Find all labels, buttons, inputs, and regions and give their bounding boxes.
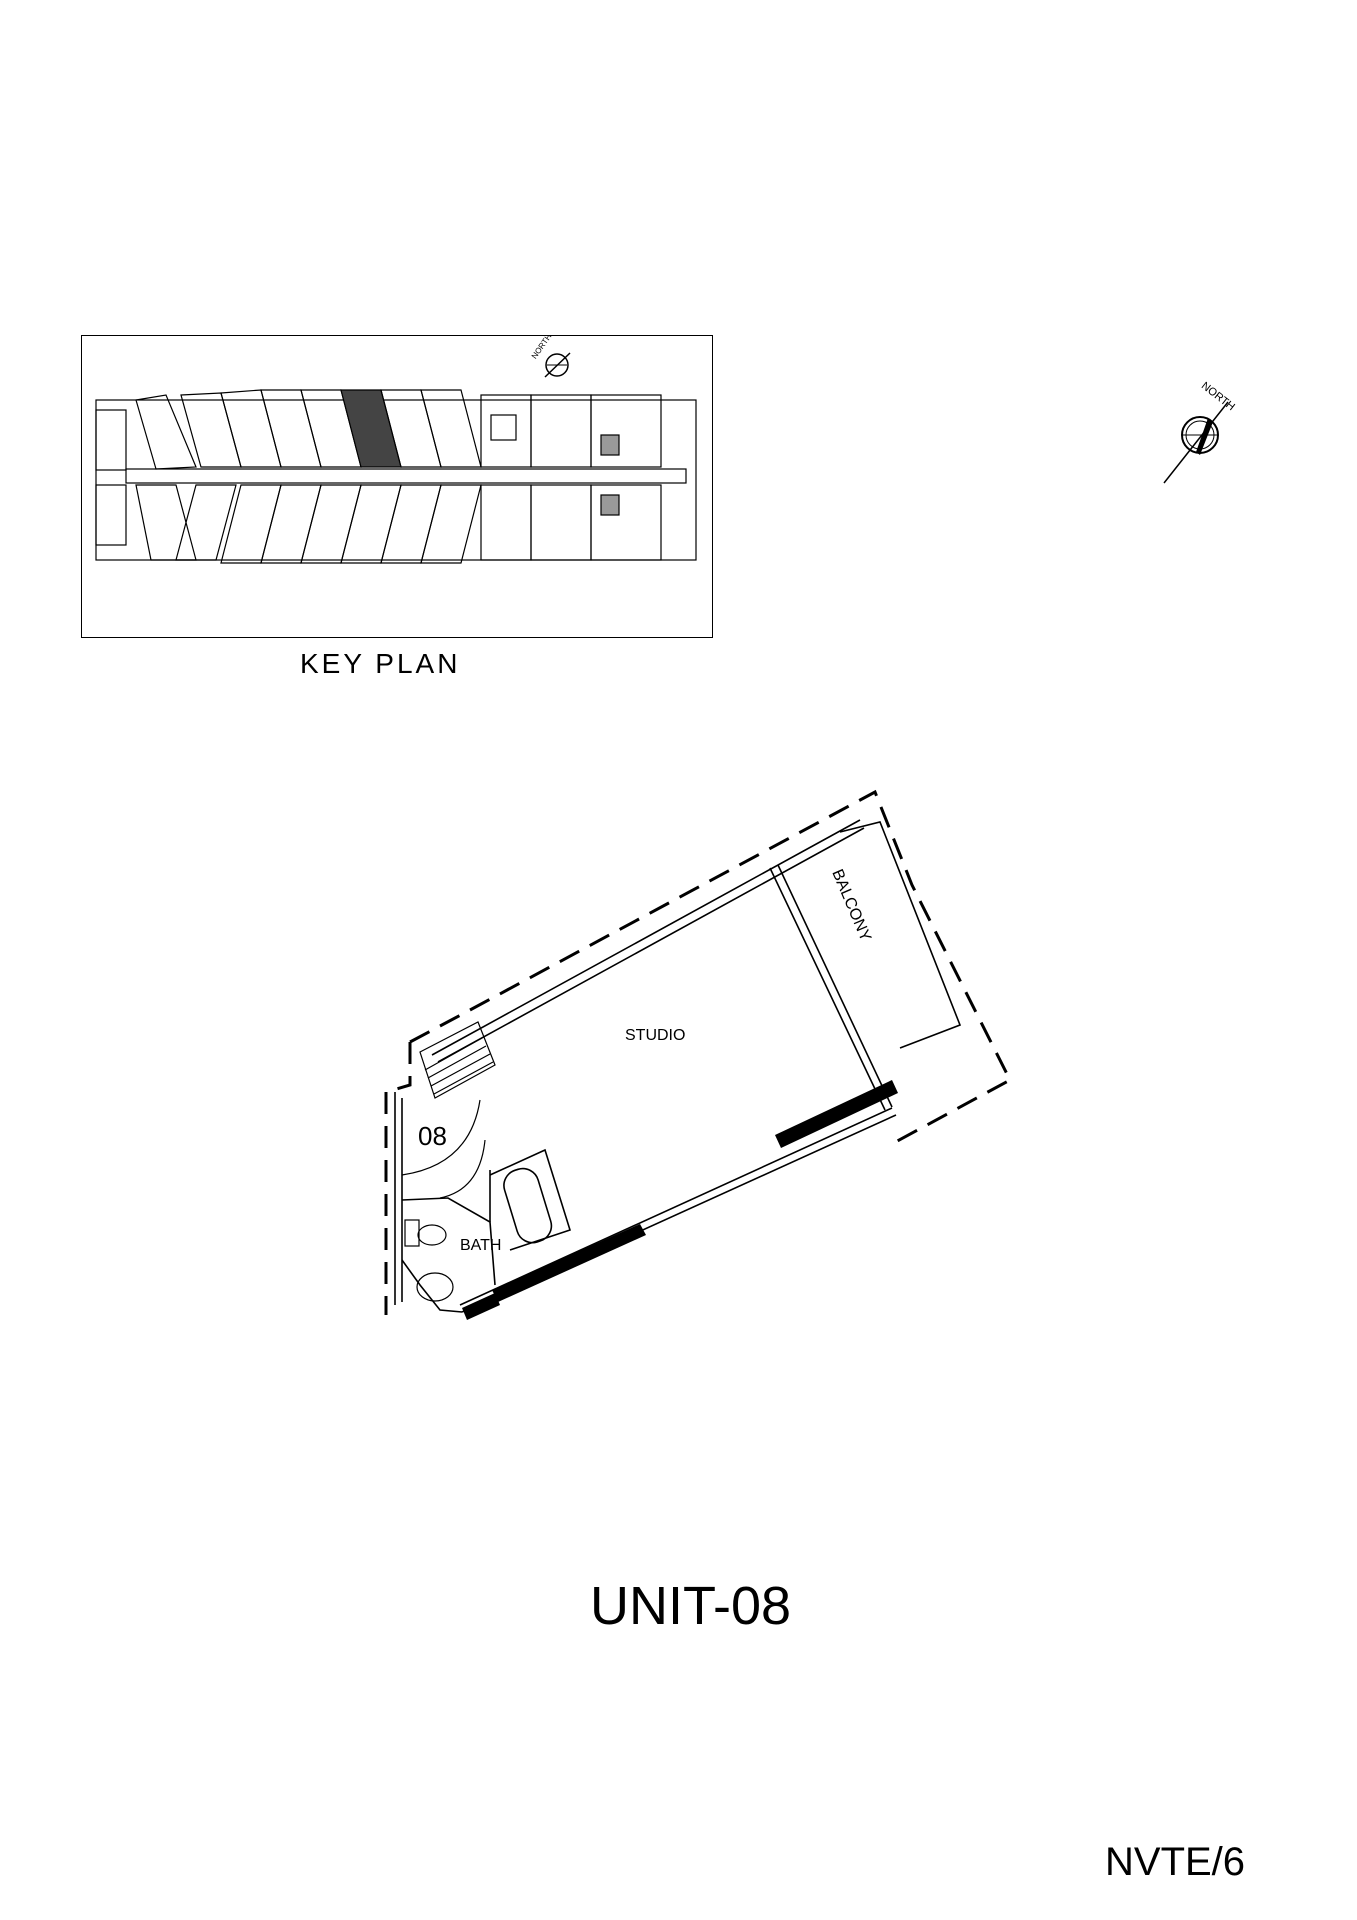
key-plan-building	[95, 389, 697, 564]
sheet-code: NVTE/6	[1105, 1840, 1246, 1884]
key-plan-north-icon: NORTH	[530, 335, 571, 378]
unit-title: UNIT-08	[590, 1576, 792, 1636]
unit-floor-plan: STUDIO BALCONY BATH 08	[384, 789, 1012, 1320]
studio-label: STUDIO	[625, 1027, 685, 1044]
bath-label: BATH	[460, 1237, 501, 1254]
unit-solid-walls	[462, 1080, 898, 1320]
north-compass-icon: NORTH	[1163, 380, 1237, 484]
key-plan-upper-units	[135, 389, 662, 470]
compass-north-label: NORTH	[1199, 380, 1237, 413]
bath-fixtures	[404, 1219, 454, 1302]
unit-door-swings	[401, 1099, 486, 1199]
unit-storage-hatch	[419, 1021, 496, 1099]
key-plan-frame	[81, 335, 713, 638]
key-plan-drawing: NORTH	[95, 335, 697, 564]
unit-number-label: 08	[418, 1121, 447, 1151]
key-plan-label: KEY PLAN	[300, 648, 461, 679]
unit-dashed-boundary	[384, 789, 1012, 1315]
key-plan-lower-units	[135, 484, 662, 564]
balcony-label: BALCONY	[828, 867, 874, 944]
